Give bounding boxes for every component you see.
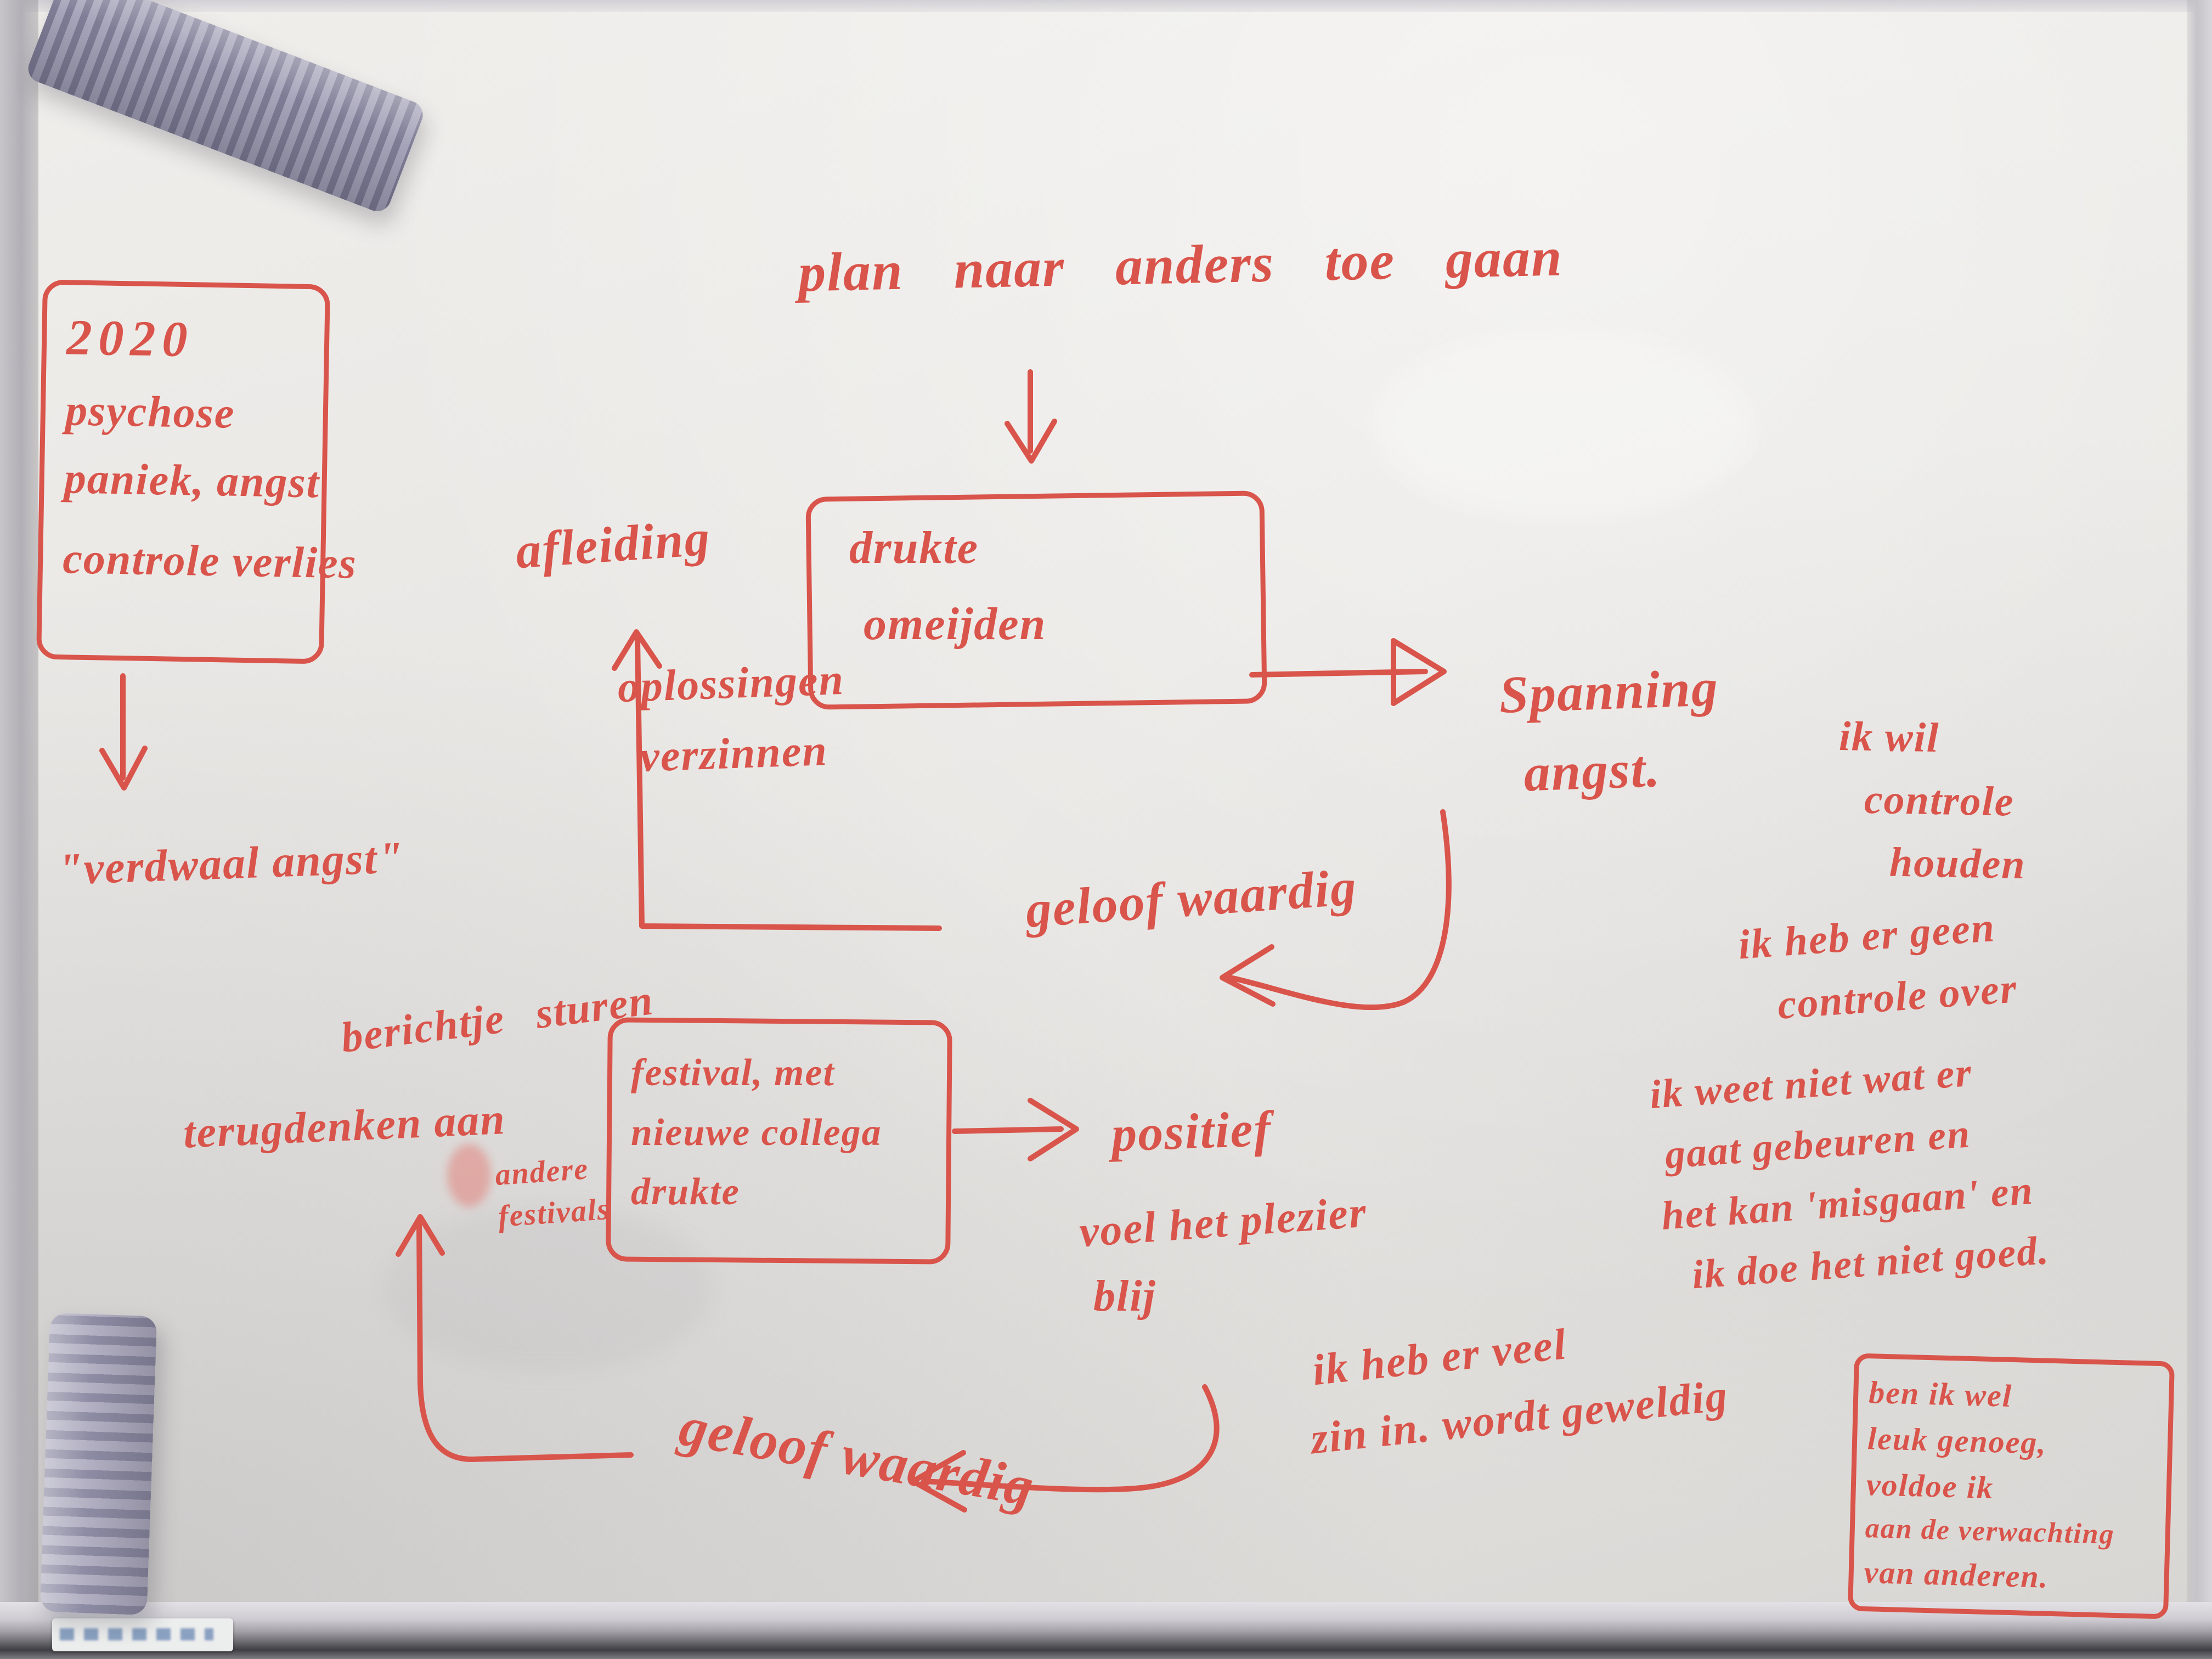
history-line: controle verlies (62, 534, 358, 588)
ik-weet-niet-text: ik weet niet wat er gaat gebeuren en het… (1647, 1038, 2051, 1308)
history-line: 2020 (66, 309, 195, 368)
andere-festivals-line: festivals (496, 1192, 612, 1234)
arrow-oplossingen-to-afleiding (612, 629, 942, 931)
arrow-title-to-drukte (1005, 369, 1057, 464)
ik-wil-controle-text: ik wil controle houden (1836, 705, 2028, 896)
drukte-line: omeijden (864, 598, 1047, 650)
verdwaal-angst-text: "verdwaal angst" (57, 832, 405, 894)
positief-text: positief (1110, 1100, 1273, 1163)
oplossingen-line: oplossingen (617, 655, 845, 712)
andere-festivals-text: andere festivals (494, 1147, 612, 1238)
ik-wil-line: controle (1864, 776, 2015, 825)
history-line: psychose (65, 386, 236, 438)
whiteboard-frame-right (2187, 0, 2212, 1659)
geen-controle-text: ik heb er geen controle over (1736, 895, 2019, 1039)
arrow-geloofwaardig-to-festivals (396, 1214, 634, 1462)
arrow-drukte-to-spanning (1249, 638, 1447, 706)
twijfel-line: voldoe ik (1866, 1466, 1994, 1506)
whiteboard-frame-left (0, 0, 38, 1659)
twijfel-line: ben ik wel (1868, 1374, 2013, 1414)
ik-wil-line: ik wil (1838, 713, 1940, 761)
twijfel-line: van anderen. (1863, 1554, 2050, 1595)
history-box-text: 2020 psychose paniek, angst controle ver… (62, 298, 362, 597)
spanning-text: Spanning angst. (1498, 648, 1723, 814)
twijfel-line: aan de verwachting (1865, 1513, 2115, 1551)
oplossingen-line: verzinnen (639, 726, 829, 781)
arrow-spanning-to-geloofwaardig (1220, 809, 1452, 1011)
drukte-box-text: drukte omeijden (849, 510, 1046, 662)
festival-box-text: festival, met nieuwe collega drukte (631, 1043, 882, 1222)
arrow-to-geloofwaardig-bottom (910, 1384, 1220, 1513)
festival-line: festival, met (631, 1052, 836, 1094)
drukte-line: drukte (849, 522, 979, 573)
whiteboard-frame-top (0, 0, 2212, 12)
andere-festivals-line: andere (494, 1152, 590, 1193)
festival-line: nieuwe collega (631, 1111, 882, 1154)
oplossingen-text: oplossingen verzinnen (617, 645, 848, 793)
board-title: plan naar anders toe gaan (797, 226, 1564, 303)
festival-line: drukte (631, 1171, 740, 1213)
history-line: paniek, angst (64, 454, 320, 507)
whiteboard-tray (0, 1602, 2212, 1659)
spanning-line: Spanning (1498, 658, 1720, 724)
afleiding-text: afleiding (514, 509, 713, 579)
arrow-history-to-verdwaal (99, 673, 148, 791)
ik-wil-line: houden (1889, 839, 2027, 888)
sticker-print (60, 1628, 213, 1640)
twijfel-line: leuk genoeg, (1867, 1420, 2047, 1461)
tray-sticker (52, 1618, 233, 1651)
spanning-line: angst. (1522, 738, 1662, 803)
blij-text: blij (1093, 1272, 1156, 1321)
twijfel-box-text: ben ik wel leuk genoeg, voldoe ik aan de… (1864, 1369, 2119, 1602)
arrow-festival-to-positief (952, 1098, 1079, 1161)
